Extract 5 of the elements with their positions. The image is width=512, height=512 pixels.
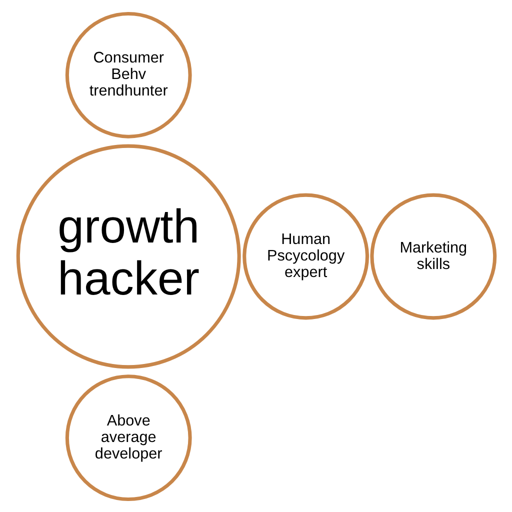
node-circle: Marketing skills	[370, 192, 496, 320]
node-circle: Human Pscycology expert	[242, 192, 369, 320]
node-circle: Consumer Behv trendhunter	[64, 11, 192, 138]
node-circle: growth hacker	[16, 144, 240, 368]
node-circle: Above average developer	[64, 374, 192, 501]
